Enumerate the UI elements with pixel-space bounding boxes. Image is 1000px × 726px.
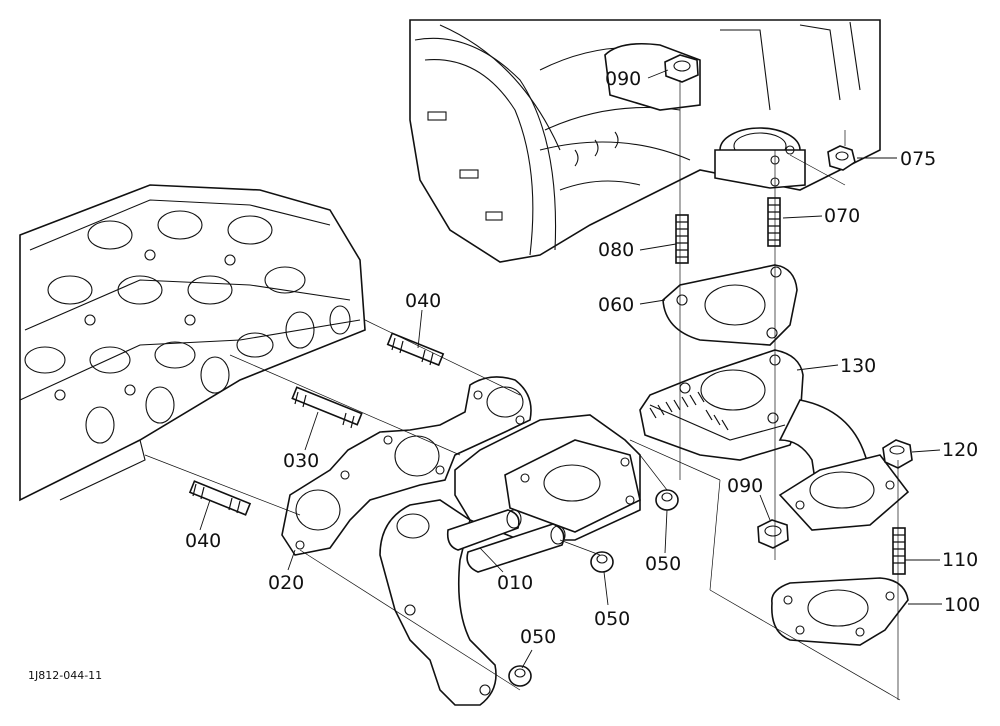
callout-120: 120 (942, 439, 978, 461)
stud-080 (675, 214, 689, 264)
callout-050-right: 050 (645, 553, 681, 575)
nut-050-bottom (508, 665, 532, 687)
callout-050-bottom: 050 (520, 626, 556, 648)
callout-070: 070 (824, 205, 860, 227)
assembly-axes (144, 80, 901, 701)
stud-110 (892, 527, 906, 575)
nut-075 (827, 145, 856, 171)
drawing-id: 1J812-044-11 (28, 669, 102, 682)
nut-050-mid (590, 551, 614, 573)
nut-050-right (655, 489, 679, 511)
bolt-090-top (664, 54, 699, 83)
callout-020: 020 (268, 572, 304, 594)
callout-040-top: 040 (405, 290, 441, 312)
callout-040-bottom: 040 (185, 530, 221, 552)
turbo-gasket (662, 264, 798, 346)
callout-050-mid: 050 (594, 608, 630, 630)
callout-130: 130 (840, 355, 876, 377)
stud-070 (767, 197, 781, 247)
exhaust-elbow (639, 349, 910, 531)
stud-030 (291, 386, 363, 429)
callout-100: 100 (944, 594, 980, 616)
callout-090-mid: 090 (727, 475, 763, 497)
nut-120 (882, 439, 913, 469)
cylinder-head (19, 184, 366, 502)
intake-gasket (281, 376, 532, 556)
leader-lines (199, 69, 942, 669)
callout-080: 080 (598, 239, 634, 261)
callout-030: 030 (283, 450, 319, 472)
exhaust-manifold (379, 414, 641, 706)
callout-010: 010 (497, 572, 533, 594)
callout-075: 075 (900, 148, 936, 170)
callout-110: 110 (942, 549, 978, 571)
stud-040-top (386, 332, 445, 367)
stud-040-bottom (188, 480, 252, 516)
callout-labels: 090 075 070 080 060 130 120 090 110 100 … (185, 68, 980, 648)
callout-090-top: 090 (605, 68, 641, 90)
turbocharger (409, 19, 881, 263)
flange-gasket (771, 577, 909, 646)
bolt-090-mid (757, 519, 789, 549)
callout-060: 060 (598, 294, 634, 316)
